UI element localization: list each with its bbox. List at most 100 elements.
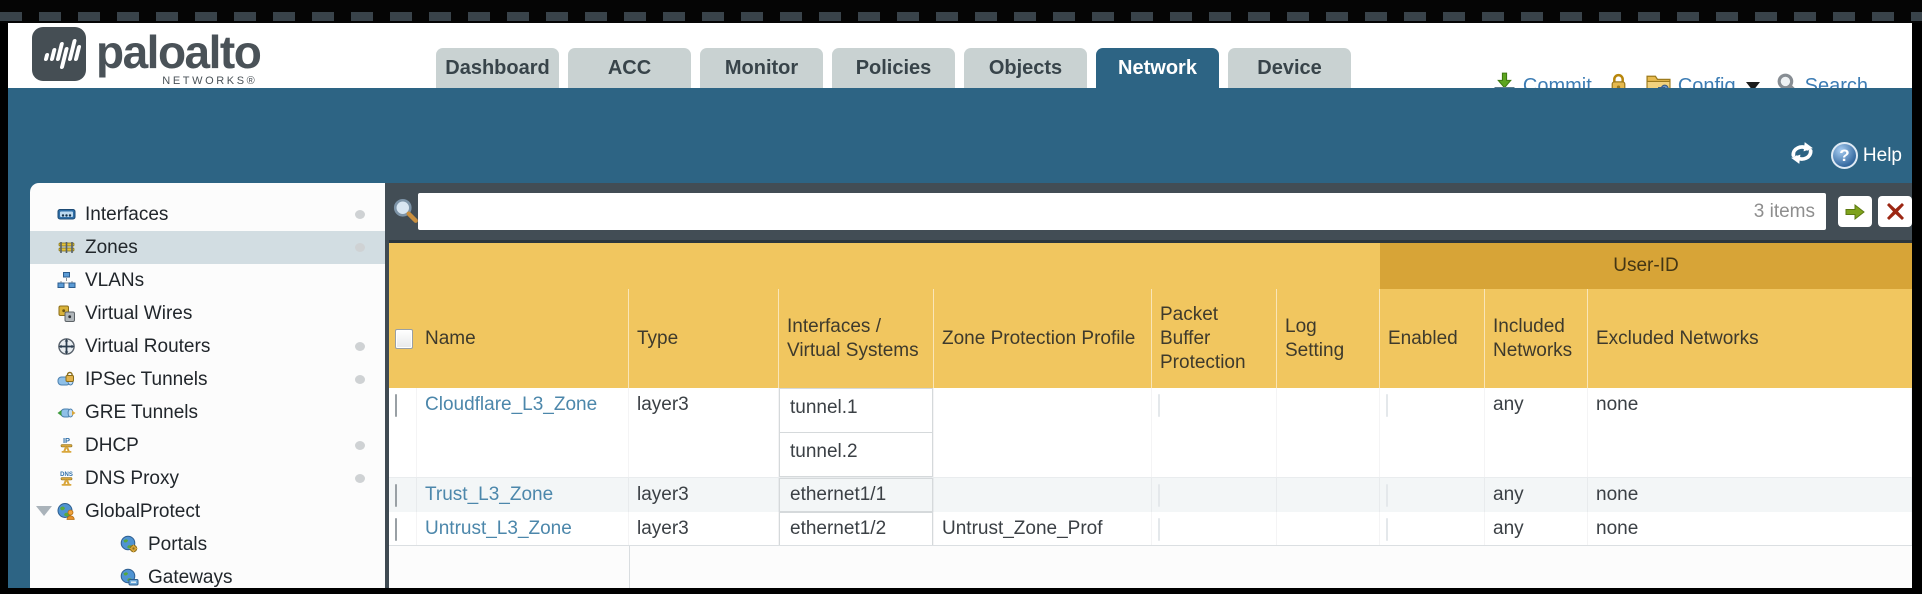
table-header: User-ID Name Type Interfaces / Virtual S… xyxy=(389,240,1912,388)
gre-tunnels-icon xyxy=(57,403,76,422)
sidebar-item-label: DNS Proxy xyxy=(85,467,179,489)
sidebar-item-label: IPSec Tunnels xyxy=(85,368,208,390)
interfaces-icon xyxy=(57,205,76,224)
packet-buffer-protection-checkbox[interactable] xyxy=(1158,518,1160,541)
sidebar-item-ipsec-tunnels[interactable]: IPSec Tunnels xyxy=(30,363,385,396)
zones-table: User-ID Name Type Interfaces / Virtual S… xyxy=(389,240,1912,588)
excluded-networks: none xyxy=(1588,388,1912,477)
tab-device[interactable]: Device xyxy=(1228,48,1351,88)
zone-protection-profile: Untrust_Zone_Prof xyxy=(934,512,1152,545)
sidebar-item-zones[interactable]: Zones xyxy=(30,231,385,264)
sidebar-item-label: Virtual Wires xyxy=(85,302,193,324)
dash-pattern xyxy=(0,12,1922,21)
column-header-included-networks[interactable]: Included Networks xyxy=(1485,289,1588,388)
filter-toolbar: 3 items xyxy=(385,183,1912,240)
select-all-checkbox[interactable] xyxy=(395,328,413,349)
row-checkbox[interactable] xyxy=(395,484,397,507)
chevron-down-icon xyxy=(1745,82,1760,91)
sidebar-item-label: VLANs xyxy=(85,269,145,291)
virtual-routers-icon xyxy=(57,337,76,356)
zone-type: layer3 xyxy=(629,512,779,545)
sidebar-item-label: Gateways xyxy=(148,566,233,588)
packet-buffer-protection-checkbox[interactable] xyxy=(1158,484,1160,507)
column-header-zone-protection-profile[interactable]: Zone Protection Profile xyxy=(934,289,1152,388)
user-id-enabled-checkbox[interactable] xyxy=(1386,484,1388,507)
row-checkbox[interactable] xyxy=(395,394,397,417)
log-setting xyxy=(1277,478,1380,512)
included-networks: any xyxy=(1485,478,1588,512)
status-dot xyxy=(355,375,365,384)
tab-dashboard[interactable]: Dashboard xyxy=(436,48,559,88)
column-header-log-setting[interactable]: Log Setting xyxy=(1277,289,1380,388)
row-checkbox[interactable] xyxy=(395,518,397,541)
ipsec-tunnels-icon xyxy=(57,370,76,389)
sidebar-item-dhcp[interactable]: IP DHCP xyxy=(30,429,385,462)
sidebar-item-virtual-wires[interactable]: Virtual Wires xyxy=(30,297,385,330)
sidebar-item-gre-tunnels[interactable]: GRE Tunnels xyxy=(30,396,385,429)
sidebar-item-interfaces[interactable]: Interfaces xyxy=(30,198,385,231)
user-id-enabled-checkbox[interactable] xyxy=(1386,518,1388,541)
sidebar-item-globalprotect[interactable]: GlobalProtect xyxy=(30,495,385,528)
tab-acc[interactable]: ACC xyxy=(568,48,691,88)
tab-monitor[interactable]: Monitor xyxy=(700,48,823,88)
dns-proxy-icon: DNS xyxy=(57,469,76,488)
tab-network[interactable]: Network xyxy=(1096,48,1219,88)
zone-name-link[interactable]: Cloudflare_L3_Zone xyxy=(425,394,598,415)
zone-interfaces: ethernet1/2 xyxy=(779,512,934,545)
svg-text:IP: IP xyxy=(63,436,70,445)
filter-search-icon xyxy=(392,197,420,230)
column-header-interfaces[interactable]: Interfaces / Virtual Systems xyxy=(779,289,934,388)
interface-cell: ethernet1/1 xyxy=(779,478,933,512)
sidebar-item-label: GRE Tunnels xyxy=(85,401,198,423)
zone-name-link[interactable]: Untrust_L3_Zone xyxy=(425,518,572,539)
zone-protection-profile xyxy=(934,478,1152,512)
expand-caret-icon[interactable] xyxy=(36,506,52,516)
sidebar-item-gateways[interactable]: Gateways xyxy=(30,561,385,588)
status-dot xyxy=(355,342,365,351)
interface-cell: ethernet1/2 xyxy=(779,512,933,545)
status-dot xyxy=(355,474,365,483)
zones-main-panel: 3 items User-ID xyxy=(385,183,1912,588)
table-row: Cloudflare_L3_Zone layer3 tunnel.1 tunne… xyxy=(389,388,1912,478)
paloalto-logo-icon xyxy=(32,27,86,81)
sidebar-item-label: Virtual Routers xyxy=(85,335,211,357)
column-header-name[interactable]: Name xyxy=(417,289,629,388)
clear-filter-button[interactable] xyxy=(1878,196,1912,227)
tab-objects[interactable]: Objects xyxy=(964,48,1087,88)
sidebar-item-label: Interfaces xyxy=(85,203,169,225)
column-header-enabled[interactable]: Enabled xyxy=(1380,289,1485,388)
zone-type: layer3 xyxy=(629,478,779,512)
dhcp-icon: IP xyxy=(57,436,76,455)
column-header-packet-buffer-protection[interactable]: Packet Buffer Protection xyxy=(1152,289,1277,388)
help-button[interactable]: ? Help xyxy=(1830,142,1902,169)
sidebar-item-dns-proxy[interactable]: DNS DNS Proxy xyxy=(30,462,385,495)
excluded-networks: none xyxy=(1588,478,1912,512)
browser-top-strip xyxy=(0,0,1922,23)
table-row: Trust_L3_Zone layer3 ethernet1/1 any non… xyxy=(389,478,1912,512)
sidebar-item-virtual-routers[interactable]: Virtual Routers xyxy=(30,330,385,363)
included-networks: any xyxy=(1485,388,1588,477)
column-header-type[interactable]: Type xyxy=(629,289,779,388)
excluded-networks: none xyxy=(1588,512,1912,545)
sidebar-item-vlans[interactable]: VLANs xyxy=(30,264,385,297)
table-empty-area xyxy=(389,546,1912,588)
zone-interfaces: ethernet1/1 xyxy=(779,478,934,512)
tab-policies[interactable]: Policies xyxy=(832,48,955,88)
zone-name-link[interactable]: Trust_L3_Zone xyxy=(425,484,554,505)
virtual-wires-icon xyxy=(57,304,76,323)
network-sidebar: Interfaces Zones VLANs Vir xyxy=(30,183,385,588)
status-dot xyxy=(355,243,365,252)
user-id-enabled-checkbox[interactable] xyxy=(1386,394,1388,417)
gateways-icon xyxy=(120,568,139,587)
interface-cell: tunnel.2 xyxy=(779,432,933,477)
log-setting xyxy=(1277,512,1380,545)
sidebar-item-portals[interactable]: Portals xyxy=(30,528,385,561)
packet-buffer-protection-checkbox[interactable] xyxy=(1158,394,1160,417)
filter-input[interactable] xyxy=(418,193,1826,230)
apply-filter-button[interactable] xyxy=(1838,196,1872,227)
sub-header-band: ? Help xyxy=(8,88,1912,183)
column-header-excluded-networks[interactable]: Excluded Networks xyxy=(1596,327,1759,349)
refresh-icon[interactable] xyxy=(1787,140,1817,171)
brand-name: paloalto xyxy=(96,26,262,78)
svg-text:DNS: DNS xyxy=(60,472,73,478)
